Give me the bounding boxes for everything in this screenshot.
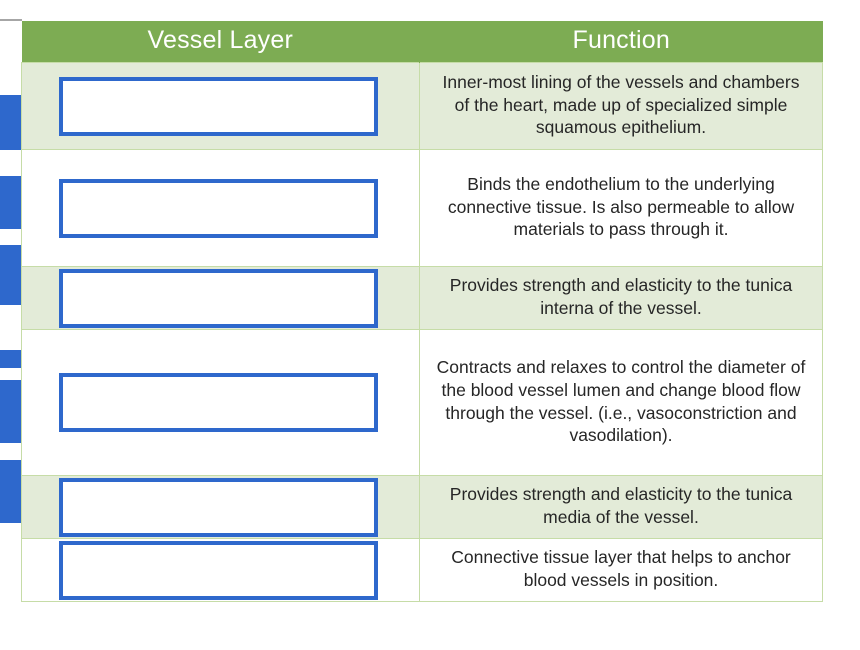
table-header-row: Vessel Layer Function: [21, 21, 823, 63]
answer-box-holder-3: [22, 267, 419, 329]
left-marker-1: [0, 95, 21, 150]
function-cell-3: Provides strength and elasticity to the …: [419, 266, 823, 330]
vessel-layer-input-3[interactable]: [59, 268, 378, 328]
answer-cell-2: [21, 149, 420, 267]
function-cell-5: Provides strength and elasticity to the …: [419, 475, 823, 539]
left-marker-4: [0, 350, 21, 368]
left-marker-5: [0, 380, 21, 443]
table-row: Contracts and relaxes to control the dia…: [21, 329, 823, 476]
top-divider-rule: [0, 19, 22, 21]
table-row: Binds the endothelium to the underlying …: [21, 149, 823, 267]
left-marker-2: [0, 176, 21, 229]
table-row: Connective tissue layer that helps to an…: [21, 538, 823, 602]
vessel-layer-table-container: Vessel Layer Function Inner-most lining …: [21, 21, 823, 602]
table-row: Provides strength and elasticity to the …: [21, 266, 823, 330]
table-row: Provides strength and elasticity to the …: [21, 475, 823, 539]
column-header-function: Function: [419, 21, 823, 63]
answer-box-holder-2: [22, 150, 419, 266]
answer-cell-6: [21, 538, 420, 602]
answer-cell-5: [21, 475, 420, 539]
vessel-layer-input-1[interactable]: [59, 76, 378, 136]
answer-box-holder-6: [22, 539, 419, 601]
function-cell-1: Inner-most lining of the vessels and cha…: [419, 62, 823, 150]
answer-cell-3: [21, 266, 420, 330]
answer-box-holder-1: [22, 63, 419, 149]
vessel-layer-input-5[interactable]: [59, 477, 378, 537]
vessel-layer-input-2[interactable]: [59, 178, 378, 238]
vessel-layer-input-4[interactable]: [59, 373, 378, 432]
answer-box-holder-5: [22, 476, 419, 538]
answer-cell-4: [21, 329, 420, 476]
function-cell-2: Binds the endothelium to the underlying …: [419, 149, 823, 267]
vessel-layer-input-6[interactable]: [59, 540, 378, 600]
left-marker-3: [0, 245, 21, 305]
left-marker-6: [0, 460, 21, 523]
function-cell-6: Connective tissue layer that helps to an…: [419, 538, 823, 602]
function-cell-4: Contracts and relaxes to control the dia…: [419, 329, 823, 476]
table-row: Inner-most lining of the vessels and cha…: [21, 62, 823, 150]
answer-box-holder-4: [22, 330, 419, 475]
answer-cell-1: [21, 62, 420, 150]
column-header-vessel-layer: Vessel Layer: [21, 21, 420, 63]
vessel-layer-table: Vessel Layer Function Inner-most lining …: [21, 21, 823, 602]
